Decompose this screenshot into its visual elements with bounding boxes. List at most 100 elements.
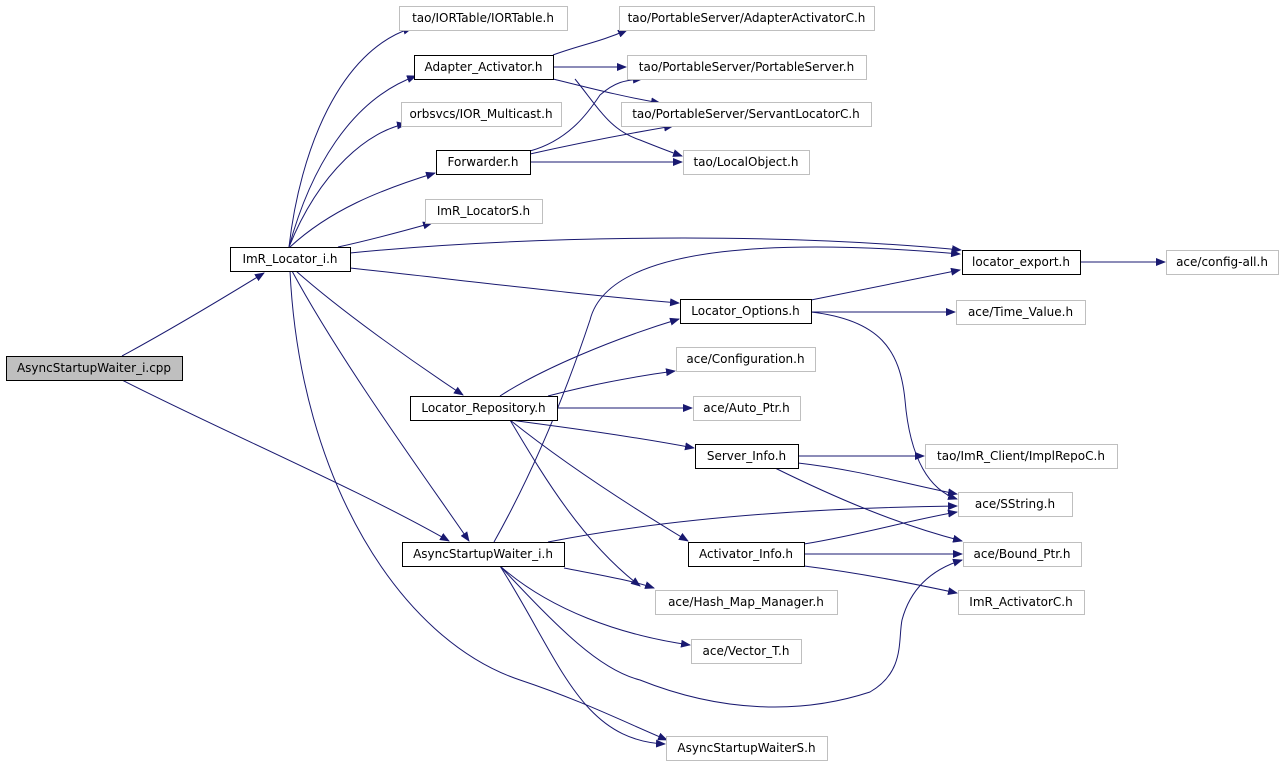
node-label: AsyncStartupWaiter_i.h (413, 547, 553, 561)
edge-lrepo-to-configuration (547, 368, 676, 397)
node-box (402, 542, 565, 567)
node-label: tao/PortableServer/PortableServer.h (639, 60, 854, 74)
node-label: tao/LocalObject.h (693, 155, 798, 169)
edge-asyncH-to-boundptr (499, 558, 963, 708)
node-adapter-activator-h[interactable]: Adapter_Activator.h (414, 55, 554, 80)
node-tao-localobject-h: tao/LocalObject.h (683, 150, 810, 175)
node-box (676, 347, 816, 372)
node-box (693, 396, 801, 421)
node-label: ace/Hash_Map_Manager.h (668, 595, 824, 609)
edge-asyncH-to-sstring (547, 502, 958, 543)
node-label: AsyncStartupWaiter_i.cpp (17, 361, 171, 375)
node-box (683, 150, 810, 175)
node-box (1166, 250, 1279, 275)
node-box (666, 736, 828, 761)
node-orbsvcs-ior-multicast-h: orbsvcs/IOR_Multicast.h (401, 102, 562, 127)
node-label: ace/SString.h (975, 497, 1055, 511)
node-asyncstartupwaiter-i-h[interactable]: AsyncStartupWaiter_i.h (402, 542, 565, 567)
edge-lrepo-to-loptions (499, 317, 680, 397)
edge-actinfo-to-activatorC (803, 565, 958, 596)
node-box (621, 102, 872, 127)
node-label: Adapter_Activator.h (425, 60, 543, 74)
edge-locator_i-to-orbsvcs (288, 121, 407, 248)
edge-adapter-to-localobj (574, 78, 683, 157)
node-forwarder-h[interactable]: Forwarder.h (436, 150, 531, 175)
edge-locator_i-to-asyncS (289, 270, 668, 741)
node-label: Locator_Options.h (691, 304, 799, 318)
node-box (695, 444, 799, 469)
node-locator-options-h[interactable]: Locator_Options.h (680, 299, 812, 324)
edge-locator_i-to-adapter (288, 75, 417, 248)
node-tao-imr-client-implrepoc-h: tao/ImR_Client/ImplRepoC.h (925, 444, 1118, 469)
node-label: ImR_Locator_i.h (242, 252, 337, 266)
node-ace-sstring-h: ace/SString.h (958, 492, 1073, 517)
node-label: AsyncStartupWaiterS.h (677, 741, 815, 755)
edge-asyncH-to-asyncS (499, 565, 666, 748)
node-box (619, 6, 875, 31)
node-label: ImR_ActivatorC.h (969, 595, 1072, 609)
node-box (688, 542, 805, 567)
edge-locator_i-to-asyncH (291, 270, 470, 542)
edge-adapter-to-adapterC (552, 29, 628, 56)
node-layer: AsyncStartupWaiter_i.cppImR_Locator_i.ht… (6, 6, 1279, 761)
node-label: ace/config-all.h (1176, 255, 1268, 269)
node-tao-portableserver-adapteractivatorc-h: tao/PortableServer/AdapterActivatorC.h (619, 6, 875, 31)
edge-root-to-asyncH (121, 379, 450, 542)
node-box (230, 247, 351, 272)
edge-actinfo-to-sstring (803, 509, 958, 545)
node-label: tao/ImR_Client/ImplRepoC.h (937, 449, 1105, 463)
edge-loptions-to-sstring (810, 311, 958, 500)
node-box (691, 639, 802, 664)
edge-lrepo-to-hashmap (509, 419, 641, 587)
node-imr-locator-i-h[interactable]: ImR_Locator_i.h (230, 247, 351, 272)
node-box (414, 55, 554, 80)
edge-root-to-locator_i (121, 272, 265, 357)
node-ace-auto-ptr-h: ace/Auto_Ptr.h (693, 396, 801, 421)
node-box (6, 356, 183, 381)
edge-asyncH-to-hashmap (563, 567, 655, 589)
edge-forwarder-to-portable (529, 75, 643, 152)
node-label: Locator_Repository.h (421, 401, 545, 415)
node-label: Forwarder.h (448, 155, 519, 169)
node-ace-vector-t-h: ace/Vector_T.h (691, 639, 802, 664)
node-box (401, 102, 562, 127)
node-ace-bound-ptr-h: ace/Bound_Ptr.h (963, 542, 1082, 567)
node-asyncstartupwaiter-i-cpp[interactable]: AsyncStartupWaiter_i.cpp (6, 356, 183, 381)
node-label: locator_export.h (972, 255, 1070, 269)
node-tao-iortable-iortable-h: tao/IORTable/IORTable.h (399, 6, 568, 31)
edge-asyncH-to-lexport (493, 246, 961, 543)
node-box (399, 6, 568, 31)
edge-lrepo-to-actinfo (509, 419, 689, 542)
node-box (655, 590, 838, 615)
node-server-info-h[interactable]: Server_Info.h (695, 444, 799, 469)
node-tao-portableserver-servantlocatorc-h: tao/PortableServer/ServantLocatorC.h (621, 102, 872, 127)
node-label: ace/Configuration.h (686, 352, 804, 366)
edge-locator_i-to-iortable (288, 26, 413, 248)
node-label: ace/Auto_Ptr.h (703, 401, 789, 415)
node-locator-export-h[interactable]: locator_export.h (962, 250, 1081, 275)
edge-serverinfo-to-sstring (797, 462, 958, 497)
edge-loptions-to-lexport (810, 267, 961, 301)
node-box (436, 150, 531, 175)
node-label: ace/Time_Value.h (968, 305, 1073, 319)
node-box (925, 444, 1118, 469)
node-ace-configuration-h: ace/Configuration.h (676, 347, 816, 372)
edge-asyncH-to-vector (499, 565, 691, 648)
node-label: tao/PortableServer/ServantLocatorC.h (632, 107, 860, 121)
node-box (963, 542, 1082, 567)
edge-layer (121, 26, 1166, 748)
node-imr-locators-h: ImR_LocatorS.h (425, 199, 543, 224)
node-tao-portableserver-portableserver-h: tao/PortableServer/PortableServer.h (627, 55, 867, 80)
node-ace-time-value-h: ace/Time_Value.h (956, 300, 1086, 325)
node-box (958, 492, 1073, 517)
node-label: tao/PortableServer/AdapterActivatorC.h (628, 11, 866, 25)
edge-forwarder-to-servantC (529, 123, 674, 155)
node-activator-info-h[interactable]: Activator_Info.h (688, 542, 805, 567)
edge-locator_i-to-lexport (349, 237, 962, 254)
node-imr-activatorc-h: ImR_ActivatorC.h (958, 590, 1085, 615)
edge-serverinfo-to-boundptr (774, 467, 963, 543)
node-locator-repository-h[interactable]: Locator_Repository.h (410, 396, 558, 421)
node-asyncstartupwaiters-h: AsyncStartupWaiterS.h (666, 736, 828, 761)
